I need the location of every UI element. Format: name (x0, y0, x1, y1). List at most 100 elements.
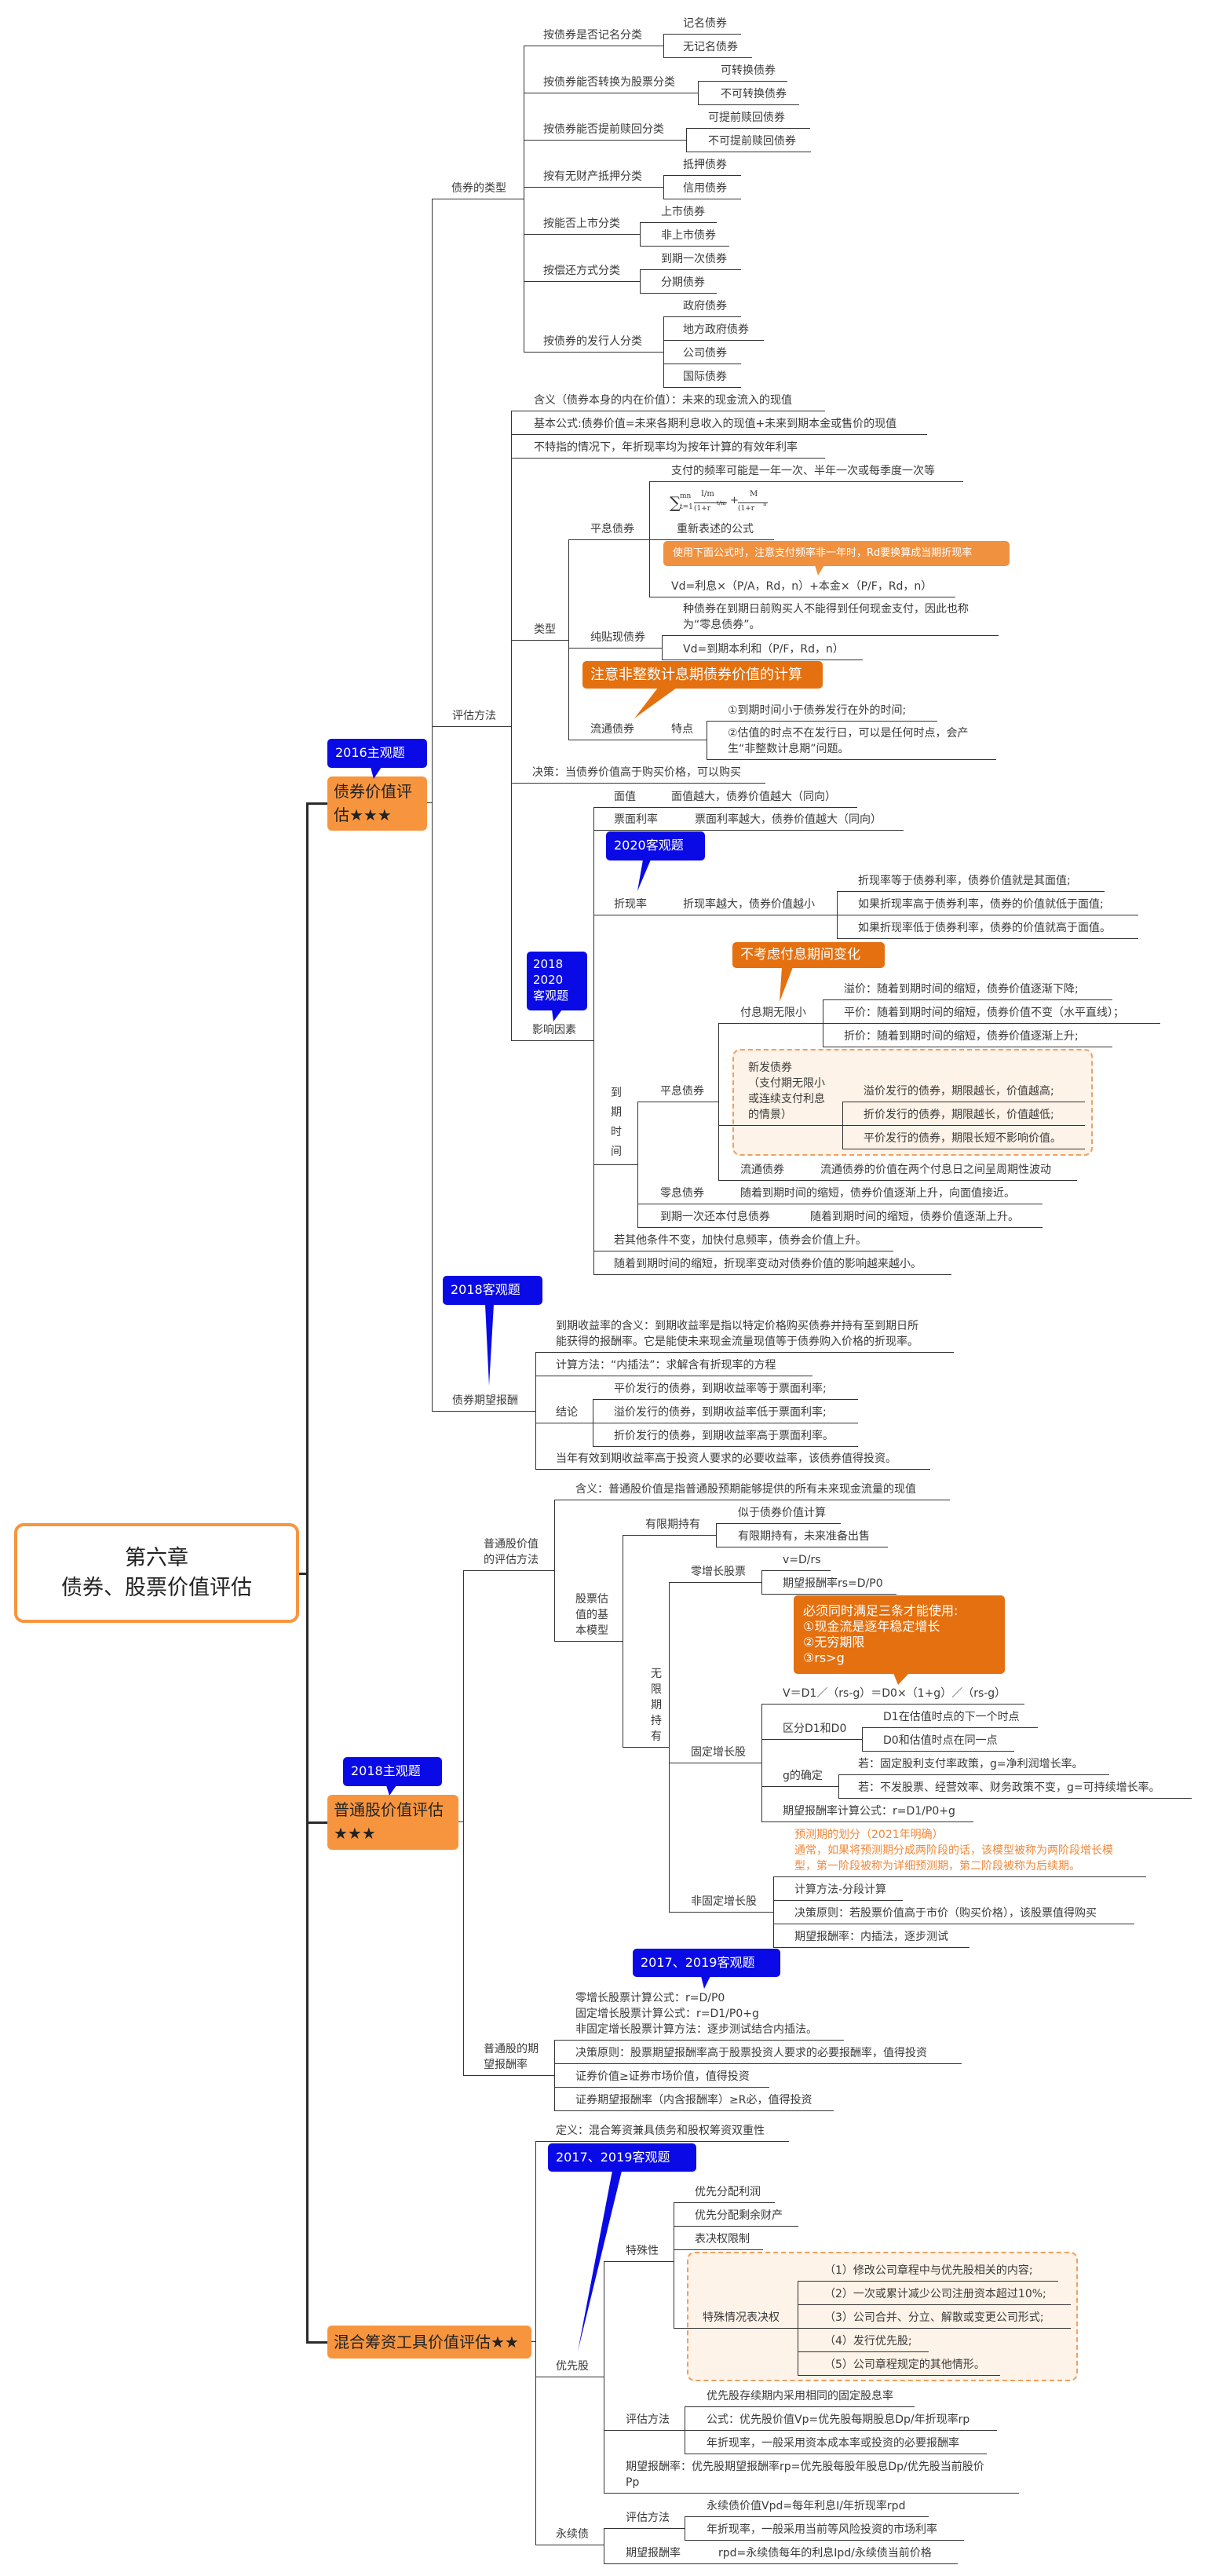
expected-return-formula[interactable]: 期望报酬率计算公式：r=D1/P0+g (783, 1805, 955, 1818)
bond-rate-note[interactable]: 不特指的情况下，年折现率均为按年计算的有效年利率 (534, 441, 798, 454)
bond-meaning[interactable]: 含义（债券本身的内在价值）：未来的现金流入的现值 (534, 394, 792, 407)
g-item[interactable]: 若：不发股票、经营效率、财务政策不变，g=可持续增长率。 (858, 1781, 1160, 1794)
stock-expected-return[interactable]: 普通股的期 望报酬率 (484, 2043, 539, 2071)
bond-type-item[interactable]: 上市债券 (661, 206, 705, 218)
ytm-rule[interactable]: 当年有效到期收益率高于投资人要求的必要收益率，该债券值得投资。 (556, 1452, 896, 1465)
traded-bond[interactable]: 流通债券 (590, 723, 634, 736)
bond-type-group[interactable]: 按能否上市分类 (543, 217, 620, 230)
bond-types[interactable]: 债券的类型 (451, 182, 506, 195)
preferred-valuation-item[interactable]: 公式：优先股价值Vp=优先股每期股息Dp/年折现率rp (707, 2413, 970, 2426)
zero-coupon-desc[interactable]: 种债券在到期日前购买人不能得到任何现金支付，因此也称 为“零息债券”。 (683, 603, 969, 631)
zero-growth-stock[interactable]: 零增长股票 (691, 1566, 746, 1578)
special-voting-item[interactable]: （5）公司章程规定的其他情形。 (824, 2359, 985, 2371)
bond-type-item[interactable]: 政府债券 (683, 300, 727, 312)
bond-type-item[interactable]: 可提前赎回债券 (708, 111, 785, 124)
bond-expected-return[interactable]: 债券期望报酬 (452, 1394, 518, 1407)
g-determination[interactable]: g的确定 (783, 1770, 823, 1782)
special-voting-item[interactable]: （1）修改公司章程中与优先股相关的内容; (824, 2264, 1033, 2277)
ytm-calculation[interactable]: 计算方法：“内插法”：求解含有折现率的方程 (556, 1359, 776, 1372)
payment-frequency-effect[interactable]: 若其他条件不变，加快付息频率，债券会价值上升。 (614, 1234, 867, 1247)
bond-type-item[interactable]: 地方政府债券 (683, 323, 749, 336)
perpetual-valuation[interactable]: 评估方法 (626, 2512, 670, 2524)
factor-face-value-effect[interactable]: 面值越大，债券价值越大（同向） (671, 791, 836, 803)
preferred-special-item[interactable]: 表决权限制 (695, 2233, 750, 2245)
stock-value-rule[interactable]: 证券价值≥证券市场价值，值得投资 (575, 2070, 750, 2083)
bond-type-item[interactable]: 到期一次债券 (661, 253, 727, 265)
maturity-zero-bond[interactable]: 零息债券 (660, 1187, 704, 1200)
perpetual-valuation-item[interactable]: 永续债价值Vpd=每年利息I/年折现率rpd (707, 2500, 906, 2512)
discount-rate-item[interactable]: 如果折现率低于债券利率，债券的价值就高于面值。 (858, 922, 1111, 934)
bond-type-group[interactable]: 按有无财产抵押分类 (543, 170, 642, 183)
factor-discount-rate[interactable]: 折现率 (614, 898, 647, 911)
infinitesimal-item[interactable]: 平价：随着到期时间的缩短，债券价值不变（水平直线）； (844, 1007, 1124, 1019)
valuation-method[interactable]: 评估方法 (452, 710, 496, 722)
ytm-definition[interactable]: 到期收益率的含义：到期收益率是指以特定价格购买债券并持有至到期日所 能获得的报酬… (556, 1320, 918, 1348)
restated-formula[interactable]: 重新表述的公式 (677, 523, 754, 535)
d1-d0-distinction[interactable]: 区分D1和D0 (783, 1723, 847, 1735)
discount-rate-item[interactable]: 如果折现率高于债券利率，债券的价值就低于面值; (858, 898, 1104, 911)
bond-basic-formula[interactable]: 基本公式:债券价值=未来各期利息收入的现值+未来到期本金或售价的现值 (534, 418, 897, 430)
maturity-zero-desc[interactable]: 随着到期时间的缩短，债券价值逐渐上升，向面值接近。 (740, 1187, 1015, 1200)
preferred-special-item[interactable]: 优先分配利润 (695, 2186, 761, 2198)
factor-maturity[interactable]: 到 期 时 间 (611, 1087, 622, 1158)
perpetual-expected-return[interactable]: 期望报酬率 (626, 2547, 681, 2560)
infinitesimal-period[interactable]: 付息期无限小 (740, 1007, 806, 1019)
non-constant-item[interactable]: 期望报酬率：内插法，逐步测试 (794, 1931, 948, 1943)
bond-kinds[interactable]: 类型 (534, 623, 556, 636)
bond-type-item[interactable]: 无记名债券 (683, 41, 738, 53)
stock-return-rule[interactable]: 证券期望报酬率（内含报酬率）≥R必，值得投资 (575, 2094, 812, 2106)
bond-type-item[interactable]: 国际债券 (683, 371, 727, 383)
maturity-lump-sum-bond[interactable]: 到期一次还本付息债券 (660, 1211, 770, 1223)
maturity-traded-bond[interactable]: 流通债券 (740, 1164, 784, 1176)
maturity-level-bond[interactable]: 平息债券 (660, 1085, 704, 1098)
bond-type-group[interactable]: 按债券的发行人分类 (543, 335, 642, 348)
zero-growth-item[interactable]: 期望报酬率rs=D/P0 (783, 1577, 883, 1590)
zero-growth-item[interactable]: v=D/rs (783, 1554, 821, 1566)
perpetual-bond[interactable]: 永续债 (556, 2528, 589, 2541)
perpetual-valuation-item[interactable]: 年折现率，一般采用当前等风险投资的市场利率 (707, 2523, 937, 2536)
topic-hybrid-valuation[interactable]: 混合筹资工具价值评估★★ (327, 2326, 531, 2359)
special-voting-item[interactable]: （3）公司合并、分立、解散或变更公司形式; (824, 2311, 1044, 2324)
non-constant-item[interactable]: 计算方法-分段计算 (794, 1884, 887, 1896)
bond-type-group[interactable]: 按偿还方式分类 (543, 265, 620, 277)
bond-type-group[interactable]: 按债券是否记名分类 (543, 29, 642, 42)
stock-basic-model[interactable]: 股票估 值的基 本模型 (575, 1593, 608, 1637)
influencing-factors[interactable]: 影响因素 (532, 1024, 576, 1036)
topic-bond-valuation[interactable]: 债券价值评估★★★ (327, 776, 427, 831)
d1-d0-item[interactable]: D1在估值时点的下一个时点 (883, 1711, 1020, 1723)
traded-features-label[interactable]: 特点 (671, 723, 693, 736)
stock-return-formulas[interactable]: 零增长股票计算公式：r=D/P0 固定增长股票计算公式：r=D1/P0+g 非固… (575, 1992, 817, 2036)
new-issue-bond[interactable]: 新发债券 （支付期无限小 或连续支付利息 的情景） (748, 1061, 825, 1121)
rate-sensitivity[interactable]: 随着到期时间的缩短，折现率变动对债券价值的影响越来越小。 (614, 1258, 922, 1270)
new-issue-item[interactable]: 折价发行的债券，期限越长，价值越低; (864, 1109, 1054, 1121)
stock-meaning[interactable]: 含义：普通股价值是指普通股预期能够提供的所有未来现金流量的现值 (575, 1483, 916, 1496)
g-item[interactable]: 若：固定股利支付率政策，g=净利润增长率。 (858, 1758, 1083, 1770)
bond-type-item[interactable]: 非上市债券 (661, 229, 716, 242)
discount-rate-item[interactable]: 折现率等于债券利率，债券价值就是其面值; (858, 875, 1071, 887)
preferred-valuation[interactable]: 评估方法 (626, 2413, 670, 2426)
preferred-valuation-item[interactable]: 年折现率，一般采用资本成本率或投资的必要报酬率 (707, 2437, 959, 2450)
bond-type-item[interactable]: 可转换债券 (721, 64, 776, 77)
finite-item[interactable]: 有限期持有，未来准备出售 (738, 1530, 870, 1543)
forecast-period-note[interactable]: 预测期的划分（2021年明确） 通常，如果将预测期分成两阶段的话，该模型被称为两… (794, 1829, 1113, 1873)
pure-discount-bond[interactable]: 纯贴现债券 (590, 631, 645, 644)
d1-d0-item[interactable]: D0和估值时点在同一点 (883, 1734, 998, 1747)
bond-type-item[interactable]: 公司债券 (683, 347, 727, 360)
special-voting-item[interactable]: （4）发行优先股; (824, 2335, 912, 2348)
topic-stock-valuation[interactable]: 普通股价值评估 ★★★ (327, 1795, 458, 1850)
factor-coupon-effect[interactable]: 票面利率越大，债券价值越大（同向） (695, 813, 882, 826)
preferred-stock[interactable]: 优先股 (556, 2360, 589, 2373)
level-coupon-bond[interactable]: 平息债券 (590, 523, 634, 535)
stock-valuation-method[interactable]: 普通股价值 的评估方法 (484, 1538, 539, 1566)
bond-type-item[interactable]: 不可提前赎回债券 (708, 135, 796, 148)
ytm-conclusion-item[interactable]: 平价发行的债券，到期收益率等于票面利率; (614, 1383, 827, 1395)
level-bond-vd[interactable]: Vd=利息×（P/A，Rd，n）+本金×（P/F，Rd，n） (671, 580, 933, 593)
payment-frequency[interactable]: 支付的频率可能是一年一次、半年一次或每季度一次等 (671, 465, 935, 477)
constant-growth-formula[interactable]: V＝D1／（rs-g）＝D0×（1+g）／（rs-g） (783, 1687, 1006, 1700)
infinitesimal-item[interactable]: 溢价：随着到期时间的缩短，债券价值逐渐下降; (844, 983, 1079, 996)
special-voting-item[interactable]: （2）一次或累计减少公司注册资本超过10%; (824, 2288, 1046, 2300)
new-issue-item[interactable]: 溢价发行的债券，期限越长，价值越高; (864, 1085, 1054, 1098)
preferred-special[interactable]: 特殊性 (626, 2245, 659, 2257)
traded-feature[interactable]: ①到期时间小于债券发行在外的时间; (728, 704, 907, 717)
bond-type-item[interactable]: 记名债券 (683, 17, 727, 30)
